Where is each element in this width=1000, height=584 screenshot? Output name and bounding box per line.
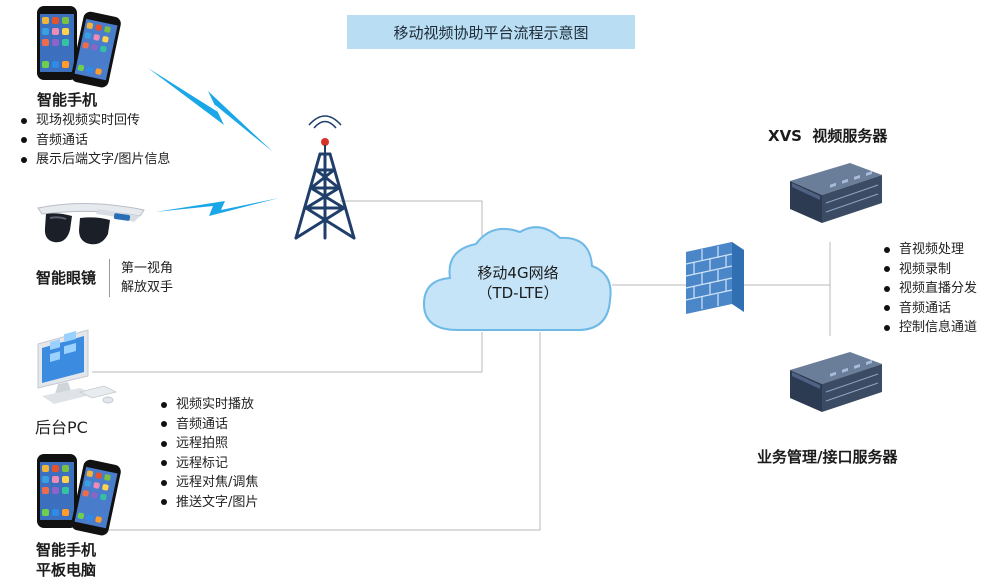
list-item: 视频直播分发: [884, 279, 977, 299]
cloud-network-icon: [422, 226, 612, 331]
smartphone-feature-list: 现场视频实时回传 音频通话 展示后端文字/图片信息: [21, 111, 170, 170]
glasses-feature-list: 第一视角 解放双手: [109, 259, 173, 297]
smartphone-icon: [37, 6, 121, 88]
xvs-server-icon: [790, 163, 882, 223]
list-item: 推送文字/图片: [161, 493, 258, 513]
list-item: 音频通话: [884, 299, 977, 319]
business-server-label: 业务管理/接口服务器: [757, 448, 898, 466]
list-item: 视频录制: [884, 260, 977, 280]
lightning-icon: [155, 198, 279, 216]
xvs-feature-list: 音视频处理 视频录制 视频直播分发 音频通话 控制信息通道: [884, 240, 977, 338]
diagram-title: 移动视频协助平台流程示意图: [347, 15, 635, 49]
pc-network-line: [92, 332, 483, 373]
network-label: 移动4G网络 （TD-LTE）: [477, 264, 559, 302]
list-item: 现场视频实时回传: [21, 111, 170, 131]
smart-glasses-icon: [37, 202, 145, 245]
list-item: 视频实时播放: [161, 395, 258, 415]
cell-tower-icon: [294, 115, 356, 240]
smartphone-tablet-icon: [37, 454, 121, 536]
business-server-icon: [790, 352, 882, 412]
firewall-icon: [685, 242, 744, 314]
list-item: 音视频处理: [884, 240, 977, 260]
pc-label: 后台PC: [35, 418, 88, 437]
list-item: 远程标记: [161, 454, 258, 474]
list-item: 第一视角: [121, 261, 174, 276]
tablet-label: 智能手机 平板电脑: [36, 541, 97, 579]
list-item: 音频通话: [21, 131, 170, 151]
tower-network-line: [340, 200, 483, 238]
lightning-icon: [148, 68, 273, 152]
list-item: 展示后端文字/图片信息: [21, 150, 170, 170]
list-item: 远程对焦/调焦: [161, 473, 258, 493]
tablet-network-line: [92, 332, 541, 531]
list-item: 音频通话: [161, 415, 258, 435]
list-item: 远程拍照: [161, 434, 258, 454]
smart-glasses-label: 智能眼镜: [36, 269, 97, 287]
smartphone-label: 智能手机: [37, 91, 98, 109]
list-item: 控制信息通道: [884, 318, 977, 338]
xvs-server-label: XVS 视频服务器: [768, 127, 888, 145]
pc-feature-list: 视频实时播放 音频通话 远程拍照 远程标记 远程对焦/调焦 推送文字/图片: [161, 395, 258, 512]
list-item: 解放双手: [121, 280, 174, 295]
desktop-pc-icon: [37, 329, 118, 404]
